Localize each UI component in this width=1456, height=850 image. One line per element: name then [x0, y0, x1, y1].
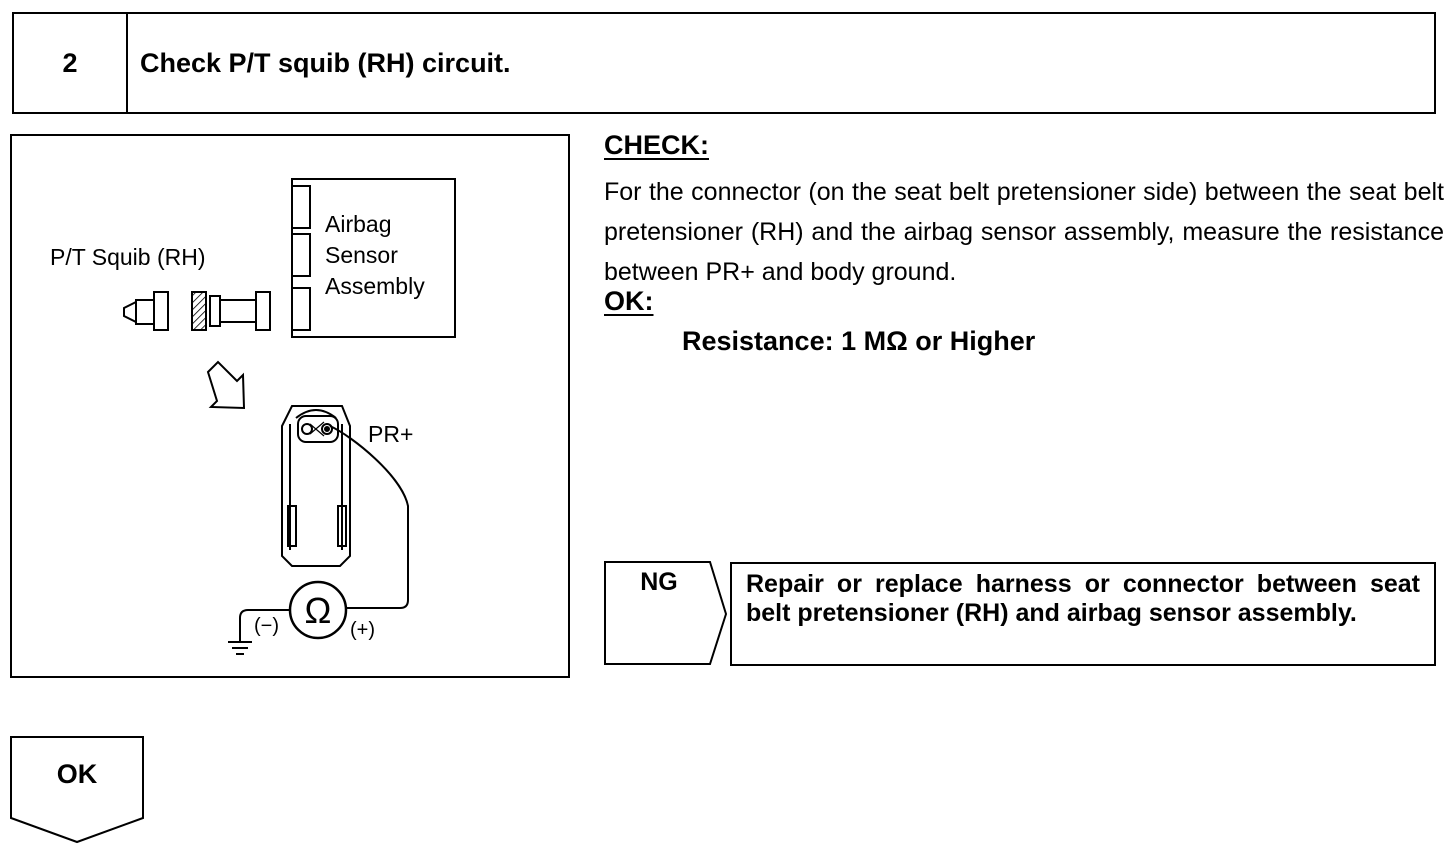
ohm-symbol: Ω — [305, 590, 332, 631]
ng-action-text: Repair or replace harness or connector b… — [746, 570, 1420, 627]
ok-label: OK — [56, 758, 98, 789]
check-instructions: For the connector (on the seat belt pret… — [604, 178, 1444, 286]
connector-face-icon — [281, 405, 351, 567]
ok-heading: OK: — [604, 286, 654, 316]
step-header: 2 Check P/T squib (RH) circuit. — [12, 12, 1436, 114]
squib-label: P/T Squib (RH) — [50, 244, 206, 270]
positive-test-lead — [329, 425, 409, 609]
sensor-label-line1: Airbag — [325, 211, 391, 237]
check-heading: CHECK: — [604, 130, 709, 160]
ok-arrow-icon — [10, 736, 144, 844]
sensor-label-line2: Sensor — [325, 242, 398, 268]
sensor-label-line3: Assembly — [325, 273, 425, 299]
view-arrow-icon — [206, 360, 246, 410]
minus-terminal-label: (−) — [254, 615, 279, 637]
resistance-spec: Resistance: 1 MΩ or Higher — [682, 326, 1036, 356]
terminal-label: PR+ — [368, 421, 413, 447]
ground-icon — [228, 609, 290, 655]
ng-arrow-icon — [604, 561, 728, 665]
ohmmeter-icon: Ω — [288, 580, 348, 640]
connector-diagram-svg: Airbag Sensor Assembly P/T Squib (RH) PR… — [50, 178, 456, 655]
ng-label: NG — [640, 567, 678, 596]
harness-connector-icon — [209, 291, 271, 331]
circuit-diagram: Airbag Sensor Assembly P/T Squib (RH) PR… — [10, 134, 570, 678]
squib-plug-icon — [123, 291, 169, 331]
ng-action-box: Repair or replace harness or connector b… — [730, 562, 1436, 666]
step-number: 2 — [14, 14, 128, 112]
plus-terminal-label: (+) — [350, 619, 375, 641]
hatched-connector-icon — [191, 291, 207, 331]
airbag-sensor-assembly-icon — [291, 178, 456, 338]
step-title: Check P/T squib (RH) circuit. — [140, 47, 511, 78]
